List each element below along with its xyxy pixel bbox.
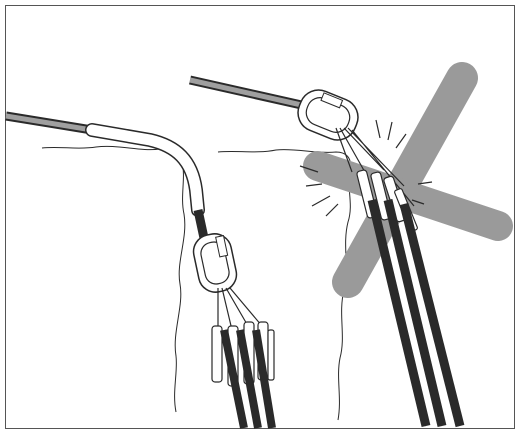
right-rope-strands bbox=[367, 198, 465, 428]
right-carabiner bbox=[297, 89, 359, 141]
left-rock-edge bbox=[41, 145, 186, 413]
right-panel bbox=[189, 62, 513, 428]
left-sling-lines bbox=[217, 287, 263, 331]
impact-lines bbox=[299, 119, 433, 217]
left-panel bbox=[5, 111, 276, 429]
right-sling-lines bbox=[335, 127, 415, 207]
warning-cross-mark bbox=[303, 62, 513, 298]
right-rock-edge bbox=[217, 149, 351, 421]
left-rope-strands bbox=[220, 329, 276, 429]
